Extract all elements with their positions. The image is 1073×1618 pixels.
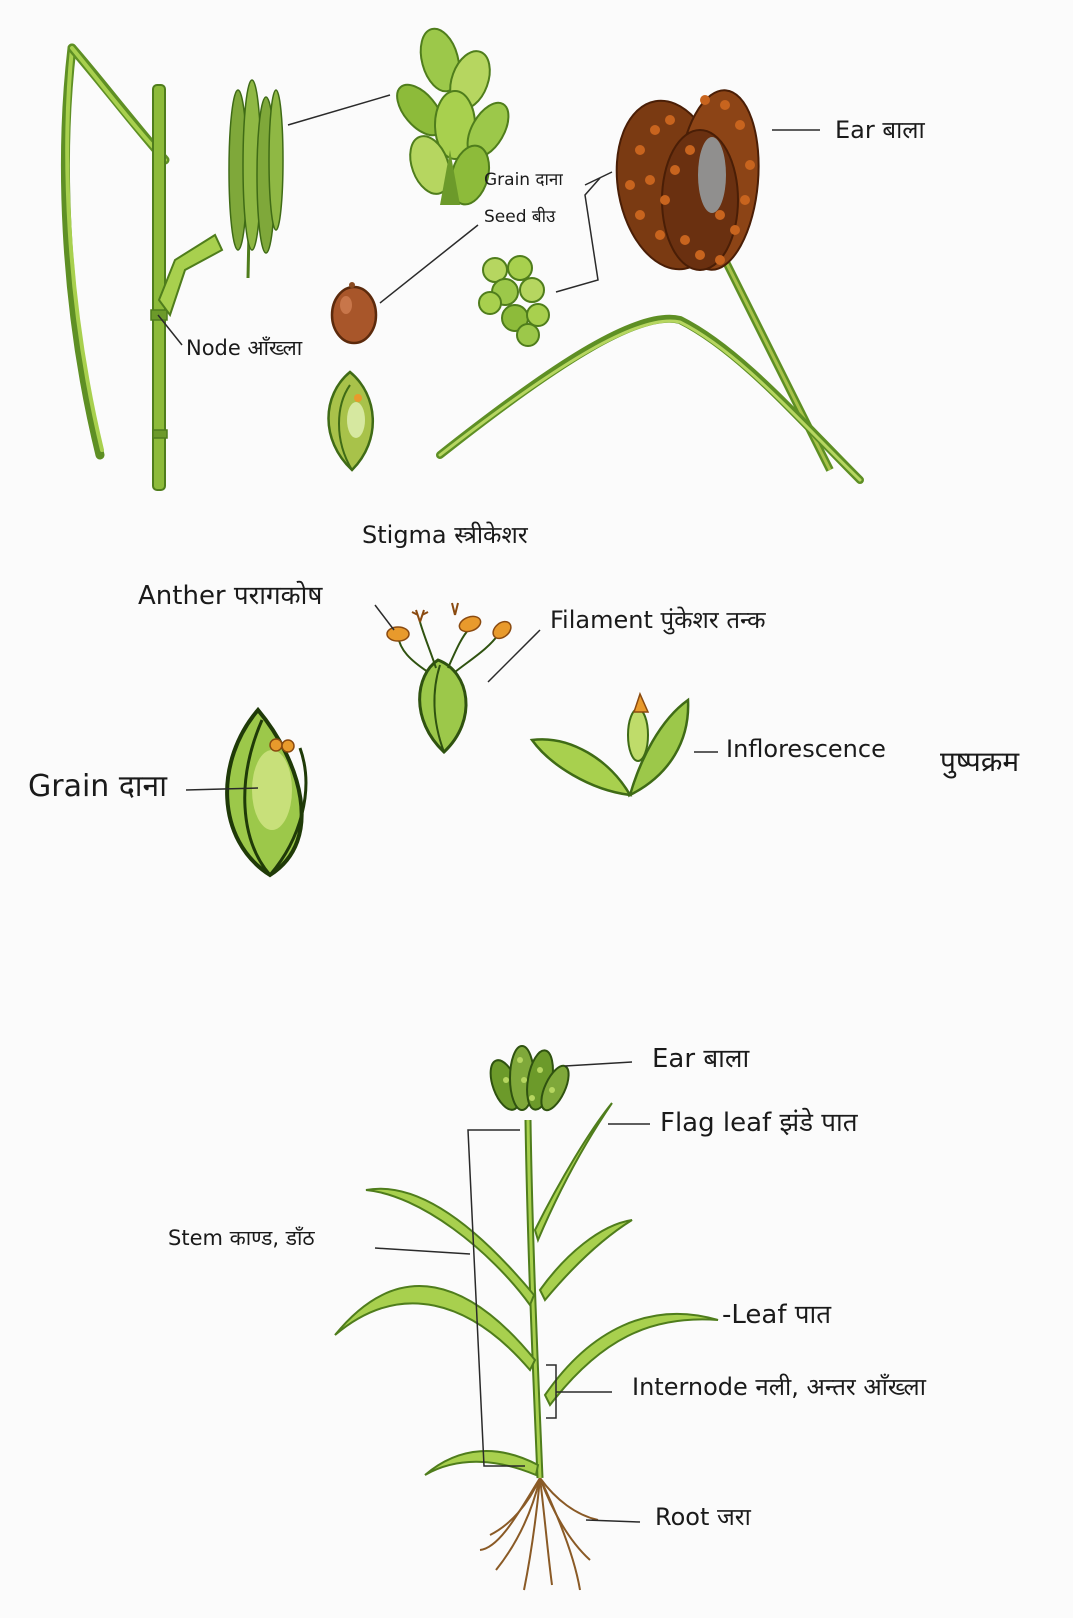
closed-grain-illustration — [329, 372, 373, 470]
label-grain-top: Grain दाना — [484, 172, 563, 189]
label-inflorescence-nepali: पुष्पक्रम — [940, 748, 1019, 776]
plant-ear-head — [485, 1046, 574, 1114]
label-leaf: -Leaf पात — [722, 1302, 831, 1328]
seed-illustration — [332, 282, 376, 343]
stem-with-node-illustration — [65, 48, 222, 490]
label-ear-plant: Ear बाला — [652, 1046, 749, 1072]
flower-anthers-illustration — [387, 603, 514, 752]
label-stigma: Stigma स्त्रीकेशर — [362, 523, 528, 547]
grain-large-illustration — [227, 710, 306, 875]
label-stem: Stem काण्ड, डाँठ — [168, 1228, 315, 1249]
label-flag-leaf: Flag leaf झंडे पात — [660, 1110, 858, 1136]
label-grain-large: Grain दाना — [28, 772, 167, 802]
label-ear-top: Ear बाला — [835, 118, 925, 142]
label-seed: Seed बीउ — [484, 209, 555, 226]
inflorescence-leaves-illustration — [532, 694, 688, 795]
label-inflorescence: Inflorescence — [726, 737, 886, 761]
label-node: Node आँख्ला — [186, 338, 302, 359]
label-internode: Internode नली, अन्तर आँख्ला — [632, 1375, 926, 1399]
spike-illustration — [229, 80, 283, 278]
label-filament: Filament पुंकेशर तन्क — [550, 608, 766, 632]
grain-cluster-illustration — [479, 256, 549, 346]
label-root: Root जरा — [655, 1505, 751, 1529]
label-anther: Anther परागकोष — [138, 583, 322, 609]
